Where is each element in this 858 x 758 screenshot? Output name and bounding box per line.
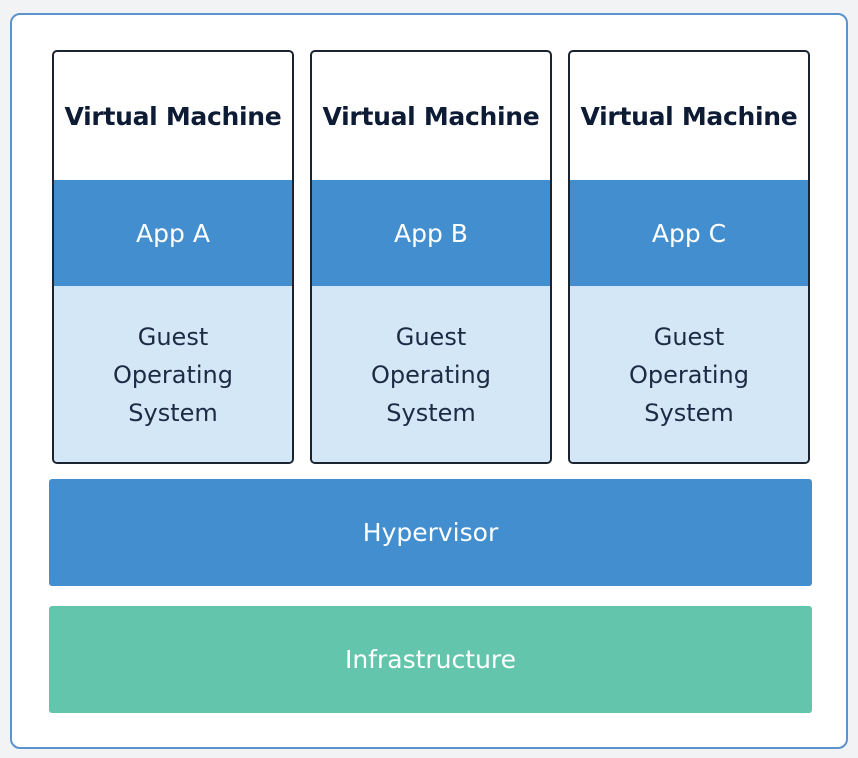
guest-os-block: Guest Operating System [570,286,808,462]
app-block-c: App C [570,180,808,286]
app-block-a: App A [54,180,292,286]
guest-os-line: System [644,399,734,427]
guest-os-block: Guest Operating System [312,286,550,462]
guest-os-line: Guest [395,323,467,351]
virtual-machine-a: Virtual Machine App A Guest Operating Sy… [52,50,294,464]
app-block-b: App B [312,180,550,286]
guest-os-line: Operating [371,361,491,389]
guest-os-line: Operating [113,361,233,389]
vm-title: Virtual Machine [580,101,798,131]
virtual-machine-b: Virtual Machine App B Guest Operating Sy… [310,50,552,464]
guest-os-line: System [386,399,476,427]
vm-title: Virtual Machine [322,101,540,131]
guest-os-line: Operating [629,361,749,389]
guest-os-line: Guest [137,323,209,351]
vm-title: Virtual Machine [64,101,282,131]
hypervisor-layer: Hypervisor [49,479,812,586]
guest-os-line: Guest [653,323,725,351]
virtual-machine-c: Virtual Machine App C Guest Operating Sy… [568,50,810,464]
guest-os-line: System [128,399,218,427]
guest-os-block: Guest Operating System [54,286,292,462]
infrastructure-layer: Infrastructure [49,606,812,713]
